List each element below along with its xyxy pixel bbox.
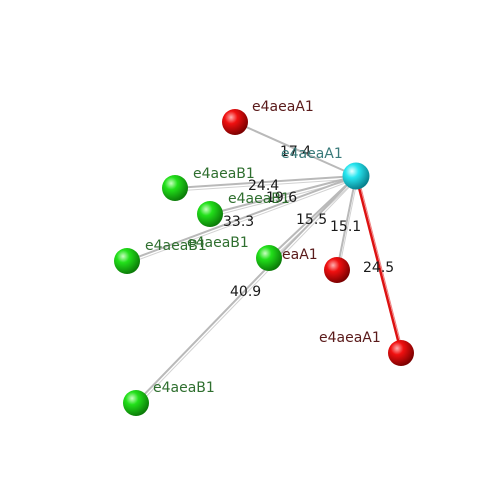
bonds [126, 120, 404, 406]
atom-label-b1: e4aeaB1 [193, 166, 255, 182]
atom-labels: e4aeaA1 e4aeaB1 e4aeaB1 e4aeaB1 e4aeaB1 … [145, 99, 381, 396]
atom-a2-sphere[interactable] [324, 257, 350, 283]
atom-a3-sphere[interactable] [388, 340, 414, 366]
atom-b5-sphere[interactable] [123, 390, 149, 416]
distance-label-a2: 15.1 [330, 219, 361, 235]
bond-b5 [135, 175, 359, 406]
distance-label-b4: 15.5 [296, 212, 327, 228]
atom-label-b2: e4aeaB1 [228, 191, 290, 207]
bond-b3 [126, 175, 357, 265]
distance-label-a1: 17.4 [280, 144, 311, 160]
distance-label-b3: 33.3 [223, 214, 254, 230]
distance-label-b1: 24.4 [248, 178, 279, 194]
bond-a1 [233, 120, 358, 178]
atom-label-a2: eaA1 [282, 247, 318, 263]
atom-b4-sphere[interactable] [256, 245, 282, 271]
atom-b1-sphere[interactable] [162, 175, 188, 201]
atom-b2-sphere[interactable] [197, 201, 223, 227]
bond-a2 [336, 175, 359, 271]
atom-label-a3: e4aeaA1 [319, 330, 381, 346]
atom-a1-sphere[interactable] [222, 109, 248, 135]
atom-label-b5: e4aeaB1 [153, 380, 215, 396]
center-atom-label: e4aeaA1 [281, 146, 343, 162]
distance-label-a3: 24.5 [363, 260, 394, 276]
atom-label-b4: e4aeaB1 [187, 235, 249, 251]
atom-label-a1: e4aeaA1 [252, 99, 314, 115]
atom-b3-sphere[interactable] [114, 248, 140, 274]
distance-label-b2: 19.6 [266, 190, 297, 206]
atom-label-b3: e4aeaB1 [145, 238, 207, 254]
bond-a3 [354, 175, 404, 353]
bond-b1 [174, 175, 357, 192]
distance-label-b5: 40.9 [230, 284, 261, 300]
atoms [114, 109, 414, 416]
distance-labels: 17.4 24.4 19.6 33.3 15.5 15.1 24.5 40.9 [223, 144, 394, 300]
center-atom-sphere[interactable] [342, 162, 370, 190]
